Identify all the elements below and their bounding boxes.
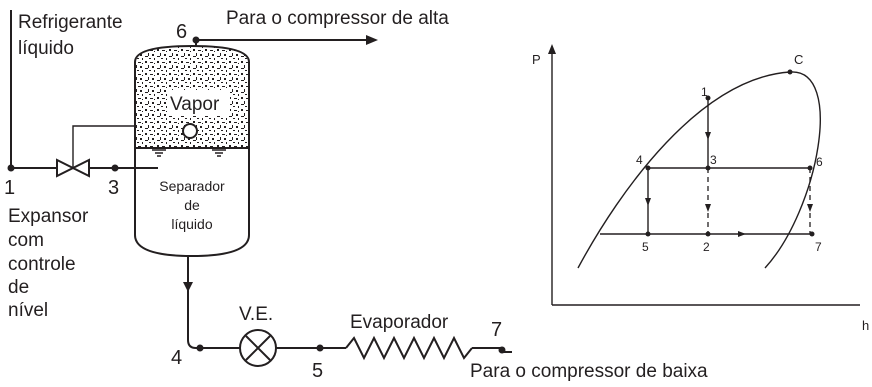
arrow-4-5-icon [645, 198, 651, 206]
ph-point-label-3: 3 [710, 153, 717, 167]
expansor-label-line4: de [8, 277, 29, 298]
point-label-3: 3 [108, 177, 119, 199]
system-schematic: Vapor Separador de líquido V.E. Evaporad… [4, 8, 708, 382]
node-3 [111, 164, 119, 172]
separator-label-line2: de [184, 197, 200, 213]
arrow-down-icon [183, 282, 193, 292]
ph-point-label-2: 2 [703, 240, 710, 254]
ph-point-label-5: 5 [642, 240, 649, 254]
ph-point-2 [705, 231, 711, 237]
ph-point-label-1: 1 [701, 85, 708, 99]
low-pressure-arrow-icon [738, 231, 746, 237]
ph-point-3 [705, 165, 711, 171]
point-label-6: 6 [176, 21, 187, 43]
y-axis-arrow-icon [548, 44, 556, 54]
point-label-5: 5 [312, 360, 323, 382]
y-axis-label: P [532, 52, 541, 67]
node-5 [316, 344, 324, 352]
node-1 [7, 164, 15, 172]
vapor-label: Vapor [170, 94, 220, 115]
separator-label-line1: Separador [159, 178, 225, 194]
ph-point-label-7: 7 [815, 240, 822, 254]
arrow-6-7-icon [807, 204, 813, 212]
ph-diagram: P h C 1 4 3 6 5 2 7 [532, 44, 869, 333]
refrigerant-label-line2: líquido [18, 38, 74, 59]
to-high-compressor-label: Para o compressor de alta [226, 8, 449, 29]
expansor-label-line1: Expansor [8, 206, 89, 227]
separator-label-line3: líquido [171, 216, 212, 232]
point-label-1: 1 [4, 177, 15, 199]
arrow-head-icon [366, 35, 378, 45]
liquid-separator-vessel [134, 44, 250, 258]
low-compressor-outlet-pipe [472, 347, 512, 353]
evaporator-coil-icon [345, 335, 473, 361]
point-label-7: 7 [491, 319, 502, 341]
separator-liquid-outlet-pipe [187, 256, 240, 349]
critical-point-label: C [794, 52, 803, 67]
arrow-3-2-icon [705, 204, 711, 212]
saturation-dome [577, 71, 821, 269]
node-6 [192, 36, 200, 44]
ph-point-label-4: 4 [636, 153, 643, 167]
refrigerant-label-line1: Refrigerante [18, 12, 123, 33]
ph-point-label-6: 6 [816, 155, 823, 169]
x-axis-label: h [862, 318, 869, 333]
point-label-4: 4 [171, 347, 182, 369]
node-4 [196, 344, 204, 352]
node-7 [498, 346, 506, 354]
critical-point-c [787, 69, 793, 75]
ph-point-5 [645, 231, 651, 237]
arrow-1-3-icon [705, 132, 711, 140]
high-compressor-outlet-pipe [195, 39, 370, 46]
expansor-label-line3: controle [8, 254, 76, 275]
ph-point-6 [807, 165, 813, 171]
ph-point-7 [809, 231, 815, 237]
evaporator-label: Evaporador [350, 312, 449, 333]
ph-point-1 [705, 95, 711, 101]
expansor-label-line2: com [8, 230, 44, 251]
expansion-valve-icon [239, 329, 277, 367]
to-low-compressor-label: Para o compressor de baixa [470, 361, 708, 382]
expansor-label-line5: nível [8, 300, 48, 321]
expansion-valve-label: V.E. [239, 304, 273, 325]
ph-point-4 [645, 165, 651, 171]
level-float-icon [182, 123, 198, 139]
